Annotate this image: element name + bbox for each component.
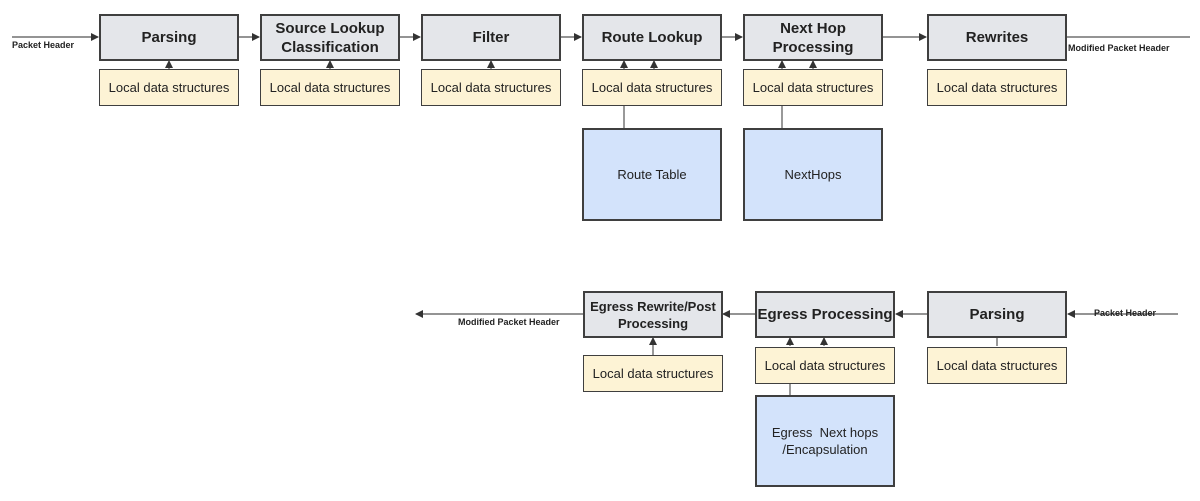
ingress-output-label: Modified Packet Header bbox=[1068, 43, 1170, 53]
ingress-stage-filter: Filter bbox=[421, 14, 561, 61]
nexthops-table-box: NextHops bbox=[743, 128, 883, 221]
ingress-stage-route-lookup: Route Lookup bbox=[582, 14, 722, 61]
ingress-stage-rewrites: Rewrites bbox=[927, 14, 1067, 61]
egress-nexthops-box: Egress Next hops /Encapsulation bbox=[755, 395, 895, 487]
route-table-box: Route Table bbox=[582, 128, 722, 221]
ingress-stage-next-hop: Next Hop Processing bbox=[743, 14, 883, 61]
egress-local-rewrite: Local data structures bbox=[583, 355, 723, 392]
egress-local-parsing: Local data structures bbox=[927, 347, 1067, 384]
ingress-local-source-lookup: Local data structures bbox=[260, 69, 400, 106]
ingress-stage-source-lookup: Source Lookup Classification bbox=[260, 14, 400, 61]
egress-stage-rewrite: Egress Rewrite/Post Processing bbox=[583, 291, 723, 338]
egress-local-processing: Local data structures bbox=[755, 347, 895, 384]
ingress-local-route-lookup: Local data structures bbox=[582, 69, 722, 106]
ingress-local-next-hop: Local data structures bbox=[743, 69, 883, 106]
egress-output-label: Modified Packet Header bbox=[458, 317, 560, 327]
ingress-local-parsing: Local data structures bbox=[99, 69, 239, 106]
ingress-local-filter: Local data structures bbox=[421, 69, 561, 106]
egress-stage-parsing: Parsing bbox=[927, 291, 1067, 338]
ingress-local-rewrites: Local data structures bbox=[927, 69, 1067, 106]
ingress-input-label: Packet Header bbox=[12, 40, 75, 50]
egress-input-label: Packet Header bbox=[1094, 308, 1157, 318]
ingress-stage-parsing: Parsing bbox=[99, 14, 239, 61]
egress-stage-processing: Egress Processing bbox=[755, 291, 895, 338]
